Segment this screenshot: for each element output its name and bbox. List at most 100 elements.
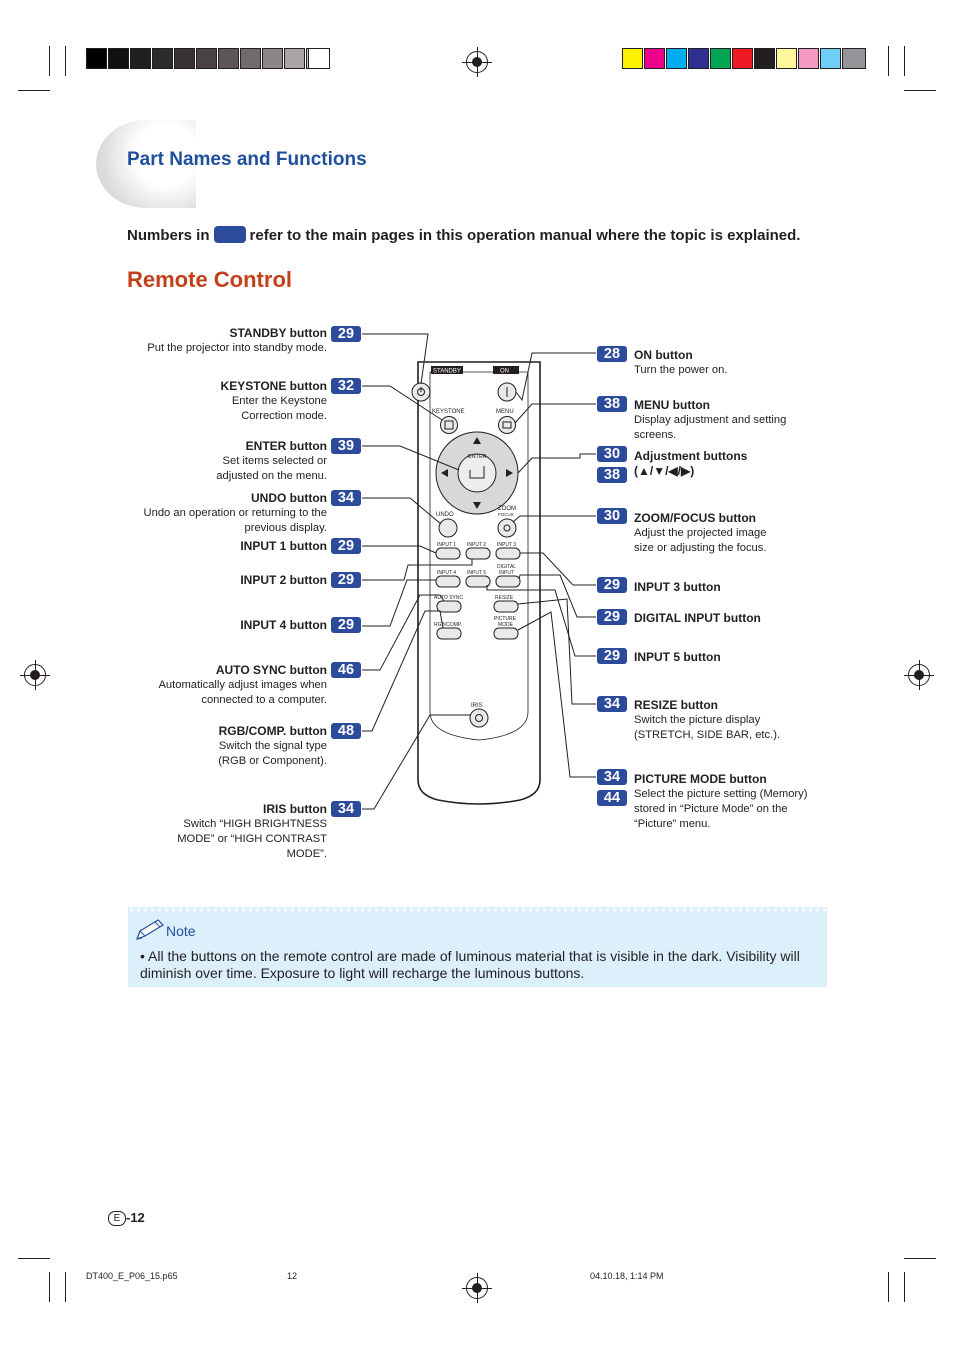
page-badge: 38: [597, 396, 627, 412]
label-name: INPUT 2 button: [240, 573, 327, 587]
label-undo: UNDO button Undo an operation or returni…: [137, 491, 327, 536]
footer-file: DT400_E_P06_15.p65: [86, 1271, 178, 1281]
label-name: DIGITAL INPUT button: [634, 611, 761, 625]
remote-label-digital: DIGITAL: [497, 564, 516, 570]
picture-mode-button[interactable]: [493, 627, 519, 640]
page-number: E-12: [108, 1210, 145, 1226]
label-enter: ENTER button Set items selected or adjus…: [137, 439, 327, 484]
label-picture-mode: PICTURE MODE button Select the picture s…: [634, 772, 829, 832]
label-desc: Select the picture setting (Memory) stor…: [634, 788, 808, 830]
label-input1: INPUT 1 button: [137, 539, 327, 554]
label-name: ENTER button: [245, 439, 327, 453]
arrow-right-icon: [506, 469, 513, 477]
label-desc: Display adjustment and setting screens.: [634, 414, 787, 441]
label-name: INPUT 5 button: [634, 650, 721, 664]
label-desc: Set items selected or adjusted on the me…: [216, 455, 327, 482]
menu-button[interactable]: [498, 416, 516, 434]
label-name: INPUT 1 button: [240, 539, 327, 553]
page-letter: E: [108, 1211, 126, 1226]
remote-label-rgbcomp: RGB/COMP.: [434, 622, 462, 628]
label-desc: Enter the Keystone Correction mode.: [231, 395, 327, 422]
zoom-focus-button[interactable]: [497, 518, 517, 538]
registration-mark-bottom: [462, 1273, 492, 1303]
rgb-comp-button[interactable]: [436, 627, 462, 640]
remote-label-input4: INPUT 4: [437, 570, 456, 576]
remote-button-labels: STANDBY ON KEYSTONE MENU ENTER UNDO ZOOM…: [431, 366, 519, 709]
label-desc: Automatically adjust images when connect…: [158, 679, 327, 706]
page-badge: 29: [331, 326, 361, 342]
remote-label-input5: INPUT 5: [467, 570, 486, 576]
remote-label-input3: INPUT 3: [497, 542, 516, 548]
remote-label-keystone: KEYSTONE: [432, 409, 465, 415]
label-on: ON button Turn the power on.: [634, 348, 834, 378]
input4-button[interactable]: [435, 575, 461, 588]
page-badge: 29: [331, 572, 361, 588]
page-badge: 34: [597, 769, 627, 785]
enter-button[interactable]: [457, 453, 497, 493]
note-title: Note: [166, 923, 196, 939]
input3-button[interactable]: [495, 547, 521, 560]
digital-input-button[interactable]: [495, 575, 521, 588]
auto-sync-button[interactable]: [436, 600, 462, 613]
label-input5: INPUT 5 button: [634, 650, 834, 665]
label-desc: Switch the picture display (STRETCH, SID…: [634, 714, 781, 741]
label-rgb-comp: RGB/COMP. button Switch the signal type …: [137, 724, 327, 769]
registration-mark-top: [462, 47, 492, 77]
page-badge: 30: [597, 508, 627, 524]
keystone-button[interactable]: [440, 416, 458, 434]
remote-label-menu: MENU: [496, 409, 514, 415]
input5-button[interactable]: [465, 575, 491, 588]
label-desc: Put the projector into standby mode.: [147, 342, 327, 354]
label-desc: Switch the signal type (RGB or Component…: [218, 740, 327, 767]
remote-label-on: ON: [500, 369, 509, 375]
page-badge: 29: [331, 538, 361, 554]
input1-button[interactable]: [435, 547, 461, 560]
label-name: MENU button: [634, 398, 710, 412]
page-badge: 29: [597, 648, 627, 664]
note-text: • All the buttons on the remote control …: [140, 948, 800, 981]
remote-label-digital-input: INPUT: [499, 570, 514, 576]
page-title: Remote Control: [127, 267, 292, 292]
standby-label-bg: [431, 366, 463, 374]
label-name: RGB/COMP. button: [218, 724, 327, 738]
remote-label-input1: INPUT 1: [437, 542, 456, 548]
remote-label-autosync: AUTO SYNC: [434, 595, 463, 601]
remote-label-mode: MODE: [498, 622, 514, 628]
resize-button[interactable]: [493, 600, 519, 613]
page-number-badge-sample: [213, 226, 246, 243]
label-standby: STANDBY button Put the projector into st…: [137, 326, 327, 356]
section-title: Part Names and Functions: [127, 149, 367, 170]
undo-button[interactable]: [438, 518, 458, 538]
page-badge: 34: [331, 801, 361, 817]
label-input2: INPUT 2 button: [137, 573, 327, 588]
label-desc: Adjust the projected image size or adjus…: [634, 527, 767, 554]
label-name: INPUT 3 button: [634, 580, 721, 594]
page-badge: 48: [331, 723, 361, 739]
label-name: RESIZE button: [634, 698, 718, 712]
intro-after: refer to the main pages in this operatio…: [249, 227, 801, 244]
remote-label-undo: UNDO: [436, 512, 454, 518]
adjustment-arrows: [441, 437, 513, 509]
iris-button[interactable]: [469, 708, 489, 728]
note-dotted-border: [128, 907, 827, 913]
on-label-bg: [493, 366, 519, 374]
page-badge: 46: [331, 662, 361, 678]
label-keystone: KEYSTONE button Enter the Keystone Corre…: [137, 379, 327, 424]
remote-label-focus: FOCUS: [498, 512, 514, 517]
page-badge: 34: [331, 490, 361, 506]
label-name: STANDBY button: [229, 326, 327, 340]
page-badge: 28: [597, 346, 627, 362]
label-name: ON button: [634, 348, 693, 362]
page-badge: 29: [597, 577, 627, 593]
label-iris: IRIS button Switch “HIGH BRIGHTNESS MODE…: [137, 802, 327, 862]
remote-label-picture: PICTURE: [494, 616, 517, 622]
label-desc: (▲/▼/◀/▶): [634, 464, 695, 478]
label-name: PICTURE MODE button: [634, 772, 767, 786]
pencil-icon: [135, 919, 164, 941]
input2-button[interactable]: [465, 547, 491, 560]
label-auto-sync: AUTO SYNC button Automatically adjust im…: [137, 663, 327, 708]
note-box: Note • All the buttons on the remote con…: [128, 907, 827, 987]
arrow-up-icon: [473, 437, 481, 444]
